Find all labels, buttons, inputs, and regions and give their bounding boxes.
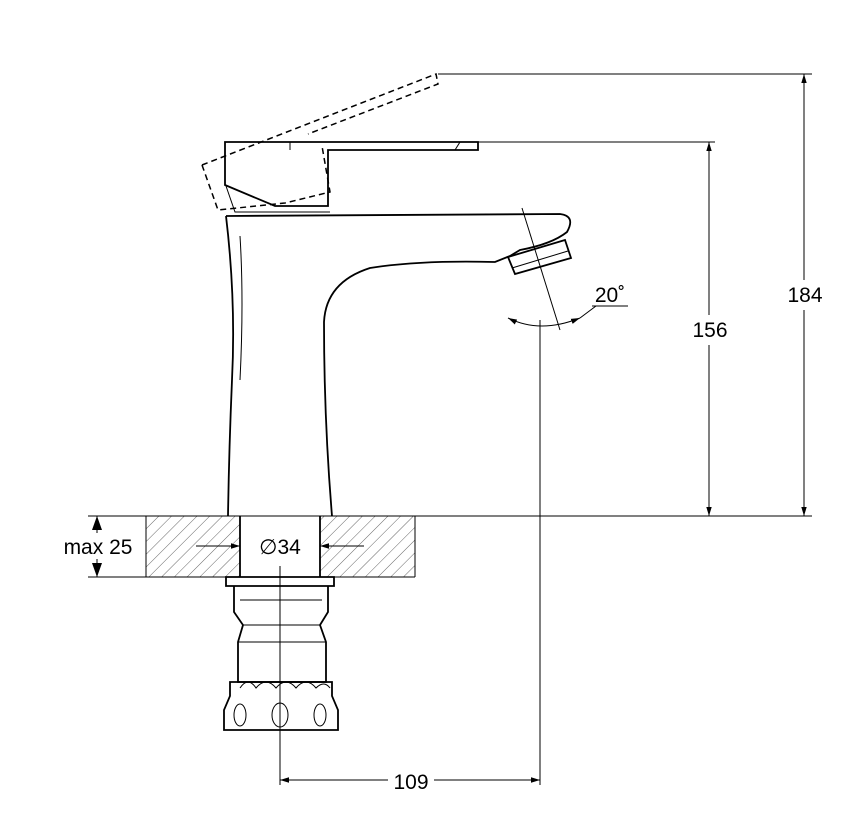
dimension-projection: 109	[280, 768, 540, 794]
spout-height-label: 156	[692, 319, 727, 342]
faucet-handle	[224, 141, 479, 213]
faucet-body	[225, 213, 573, 517]
mounting-assembly	[223, 576, 339, 731]
faucet-handle-raised	[201, 72, 439, 211]
projection-label: 109	[393, 771, 428, 794]
extension-lines	[88, 73, 812, 578]
total-height-label: 184	[787, 284, 822, 307]
dimension-total-height: 184	[783, 74, 827, 516]
counter-thickness-label: max 25	[64, 536, 133, 559]
dimension-hole-diameter: ∅34	[196, 536, 364, 559]
center-lines	[279, 207, 561, 785]
dimension-spout-angle: 20˚	[507, 284, 628, 327]
dimension-counter-thickness: max 25	[56, 516, 140, 577]
dimension-spout-height: 156	[688, 142, 732, 516]
hole-diameter-label: ∅34	[259, 536, 301, 559]
spout-angle-label: 20˚	[595, 284, 625, 307]
